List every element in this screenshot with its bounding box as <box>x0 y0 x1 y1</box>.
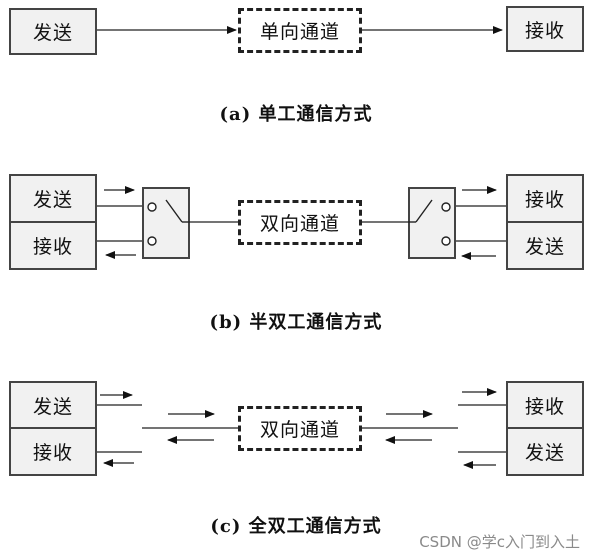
half-duplex-caption: (b) 半双工通信方式 <box>209 312 383 333</box>
half-channel-box: 双向通道 <box>238 200 362 245</box>
full-channel-box: 双向通道 <box>238 406 362 451</box>
full-left-receive-box: 接收 <box>9 427 97 476</box>
full-duplex-caption: (c) 全双工通信方式 <box>210 516 382 537</box>
half-right-switch <box>408 187 456 259</box>
half-right-receive-box: 接收 <box>506 174 584 223</box>
simplex-channel-box: 单向通道 <box>238 8 362 53</box>
full-right-receive-box: 接收 <box>506 381 584 429</box>
simplex-send-box: 发送 <box>9 8 97 55</box>
half-left-receive-label: 接收 <box>32 236 73 258</box>
half-left-switch <box>142 187 190 259</box>
watermark: CSDN @学c入门到入土 <box>419 533 580 551</box>
full-left-send-label: 发送 <box>32 395 73 418</box>
full-left-receive-label: 接收 <box>32 442 73 464</box>
full-right-send-label: 发送 <box>524 442 565 464</box>
half-left-send-label: 发送 <box>32 189 73 211</box>
half-channel-label: 双向通道 <box>259 213 340 235</box>
simplex-channel-label: 单向通道 <box>259 21 340 43</box>
full-channel-label: 双向通道 <box>259 419 340 441</box>
simplex-receive-label: 接收 <box>524 19 565 42</box>
simplex-receive-box: 接收 <box>506 6 584 52</box>
simplex-send-label: 发送 <box>32 22 73 44</box>
half-right-send-label: 发送 <box>524 236 565 258</box>
full-left-send-box: 发送 <box>9 381 97 429</box>
half-right-send-box: 发送 <box>506 221 584 270</box>
half-right-receive-label: 接收 <box>524 189 565 211</box>
half-left-receive-box: 接收 <box>9 221 97 270</box>
full-right-receive-label: 接收 <box>524 395 565 418</box>
simplex-caption: (a) 单工通信方式 <box>219 104 373 125</box>
half-left-send-box: 发送 <box>9 174 97 223</box>
full-right-send-box: 发送 <box>506 427 584 476</box>
